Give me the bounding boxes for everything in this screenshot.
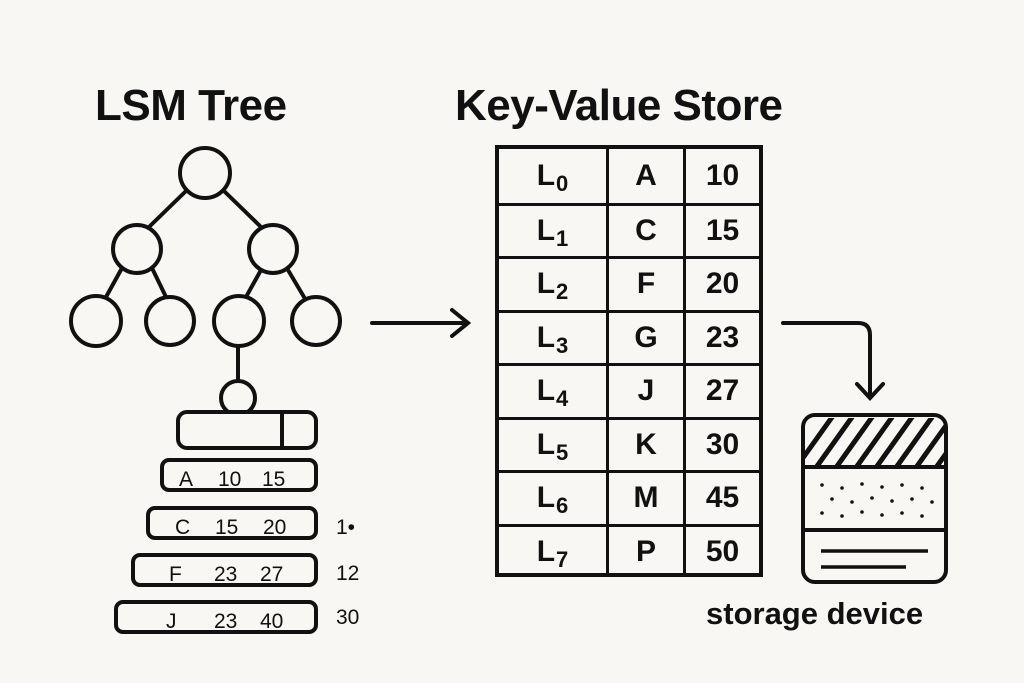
slab-key: C [175, 516, 191, 539]
kv-key: J [609, 366, 686, 417]
tree-node [247, 223, 299, 275]
slab-value: 27 [260, 563, 284, 586]
slab-value: 23 [214, 563, 238, 586]
slab-side-number: 12 [336, 562, 360, 585]
tree-edge [244, 268, 263, 299]
slab-value: 23 [214, 610, 238, 633]
tree-edge [286, 268, 306, 299]
tree-node-leaf [144, 295, 196, 347]
slab-value: 20 [263, 516, 287, 539]
slab-value: 15 [215, 516, 239, 539]
kv-key: K [609, 419, 686, 470]
kv-key: C [609, 205, 686, 256]
slab-key: J [166, 610, 177, 633]
slab-side-number: 1• [336, 516, 356, 539]
kv-key: F [609, 259, 686, 310]
kv-key: M [609, 473, 686, 524]
slab-value: 15 [262, 468, 286, 491]
slab-value: 10 [218, 468, 242, 491]
arrow-to-storage-head [855, 382, 885, 401]
tree-node-leaf [290, 295, 342, 347]
kv-value: 50 [705, 534, 740, 568]
kv-value: 23 [705, 320, 740, 354]
tree-node [111, 223, 163, 275]
kv-store-title: Key-Value Store [455, 81, 783, 130]
tree-node-leaf [69, 294, 123, 348]
slab-key: A [179, 468, 194, 491]
slab-value: 40 [260, 610, 284, 633]
sstable-slab: A 10 15 [160, 458, 318, 492]
storage-device-label: storage device [706, 596, 924, 631]
sstable-slab: F 23 27 [131, 553, 318, 587]
arrow-to-kv-head [450, 308, 472, 338]
lsm-tree-title: LSM Tree [95, 81, 287, 130]
tree-edge [104, 266, 124, 299]
kv-key: G [609, 312, 686, 363]
tree-edge [148, 189, 188, 228]
memtable-block [176, 410, 318, 450]
arrow-to-storage [781, 321, 872, 398]
slab-key: F [169, 563, 182, 586]
sstable-slab: C 15 20 [146, 506, 318, 540]
kv-value: 27 [705, 374, 740, 408]
slab-side-number: 30 [336, 606, 360, 629]
kv-value: 15 [705, 213, 740, 247]
kv-key: P [609, 526, 686, 577]
kv-value: 20 [705, 267, 740, 301]
sstable-slab: J 23 40 [114, 600, 318, 634]
tree-node-root [178, 146, 232, 200]
tree-node-small [219, 379, 257, 417]
kv-value: 45 [705, 481, 740, 515]
tree-node-leaf [212, 294, 266, 348]
kv-key: A [609, 149, 686, 203]
storage-device-icon [801, 413, 948, 584]
tree-edge [222, 189, 262, 228]
tree-edge [150, 266, 168, 299]
kv-value: 10 [705, 158, 740, 192]
kv-value: 30 [705, 427, 740, 461]
